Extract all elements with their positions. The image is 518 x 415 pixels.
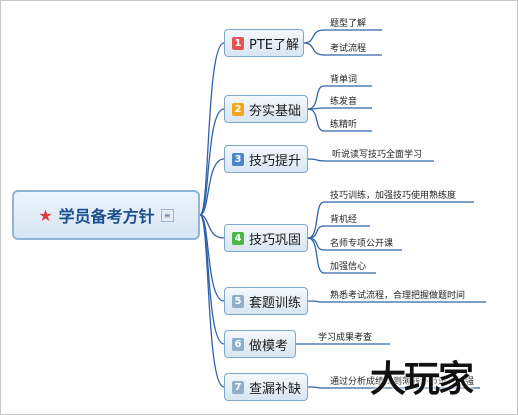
leaf-3-1[interactable]: 听说读写技巧全面学习: [332, 150, 423, 160]
leaf-5-1[interactable]: 熟悉考试流程，合理把握做题时间: [330, 291, 466, 301]
branch-node-6[interactable]: 6 做模考: [224, 330, 296, 358]
leaf-4-4[interactable]: 加强信心: [330, 262, 367, 272]
number-badge: 1: [232, 36, 244, 50]
connector: [199, 108, 225, 216]
branch-label: 套题训练: [249, 295, 302, 311]
number-badge: 5: [232, 294, 244, 308]
connector: [307, 300, 486, 303]
branch-node-4[interactable]: 4 技巧巩固: [224, 224, 308, 252]
leaf-2-1[interactable]: 背单词: [330, 75, 358, 85]
leaf-4-3[interactable]: 名师专项公开课: [330, 239, 394, 249]
star-icon: ★: [38, 205, 53, 225]
connector: [303, 29, 382, 44]
branch-node-7[interactable]: 7 查漏补缺: [224, 373, 308, 401]
leaf-4-1[interactable]: 技巧训练，加强技巧使用熟练度: [330, 191, 457, 201]
leaf-7-1[interactable]: 通过分析成绩找到薄弱环节进行加强: [330, 377, 475, 387]
number-badge: 3: [232, 152, 244, 166]
leaf-6-1[interactable]: 学习成果考查: [318, 333, 373, 343]
branch-node-5[interactable]: 5 套题训练: [224, 287, 308, 315]
connector: [303, 42, 382, 56]
leaf-4-2[interactable]: 背机经: [330, 215, 358, 225]
branch-label: 夯实基础: [249, 103, 302, 119]
connector: [307, 386, 480, 389]
note-icon[interactable]: ≡: [160, 208, 174, 222]
number-badge: 2: [232, 102, 244, 116]
connector: [199, 214, 225, 388]
branch-node-1[interactable]: 1 PTE了解: [224, 29, 304, 57]
branch-label: 技巧提升: [249, 153, 302, 169]
branch-label: 技巧巩固: [249, 232, 302, 248]
leaf-2-2[interactable]: 练发音: [330, 97, 358, 107]
connector: [307, 108, 372, 132]
watermark: 大玩家: [370, 359, 474, 400]
connector: [307, 107, 372, 110]
connector: [307, 237, 376, 274]
root-node[interactable]: ★ 学员备考方针 ≡: [12, 190, 200, 240]
connector: [307, 225, 370, 239]
connector: [307, 201, 474, 239]
branch-label: PTE了解: [249, 37, 299, 53]
leaf-1-1[interactable]: 题型了解: [330, 19, 367, 29]
number-badge: 6: [232, 337, 244, 351]
connector: [199, 42, 225, 216]
number-badge: 7: [232, 380, 244, 394]
branch-label: 查漏补缺: [249, 381, 302, 397]
root-label: 学员备考方针: [58, 207, 155, 226]
branch-node-3[interactable]: 3 技巧提升: [224, 145, 308, 173]
leaf-2-3[interactable]: 练精听: [330, 120, 358, 130]
leaf-1-2[interactable]: 考试流程: [330, 44, 367, 54]
connector: [307, 85, 372, 110]
connector: [199, 158, 225, 216]
branch-label: 做模考: [249, 338, 289, 354]
number-badge: 4: [232, 231, 244, 245]
branch-node-2[interactable]: 2 夯实基础: [224, 95, 308, 123]
connector: [307, 158, 434, 162]
